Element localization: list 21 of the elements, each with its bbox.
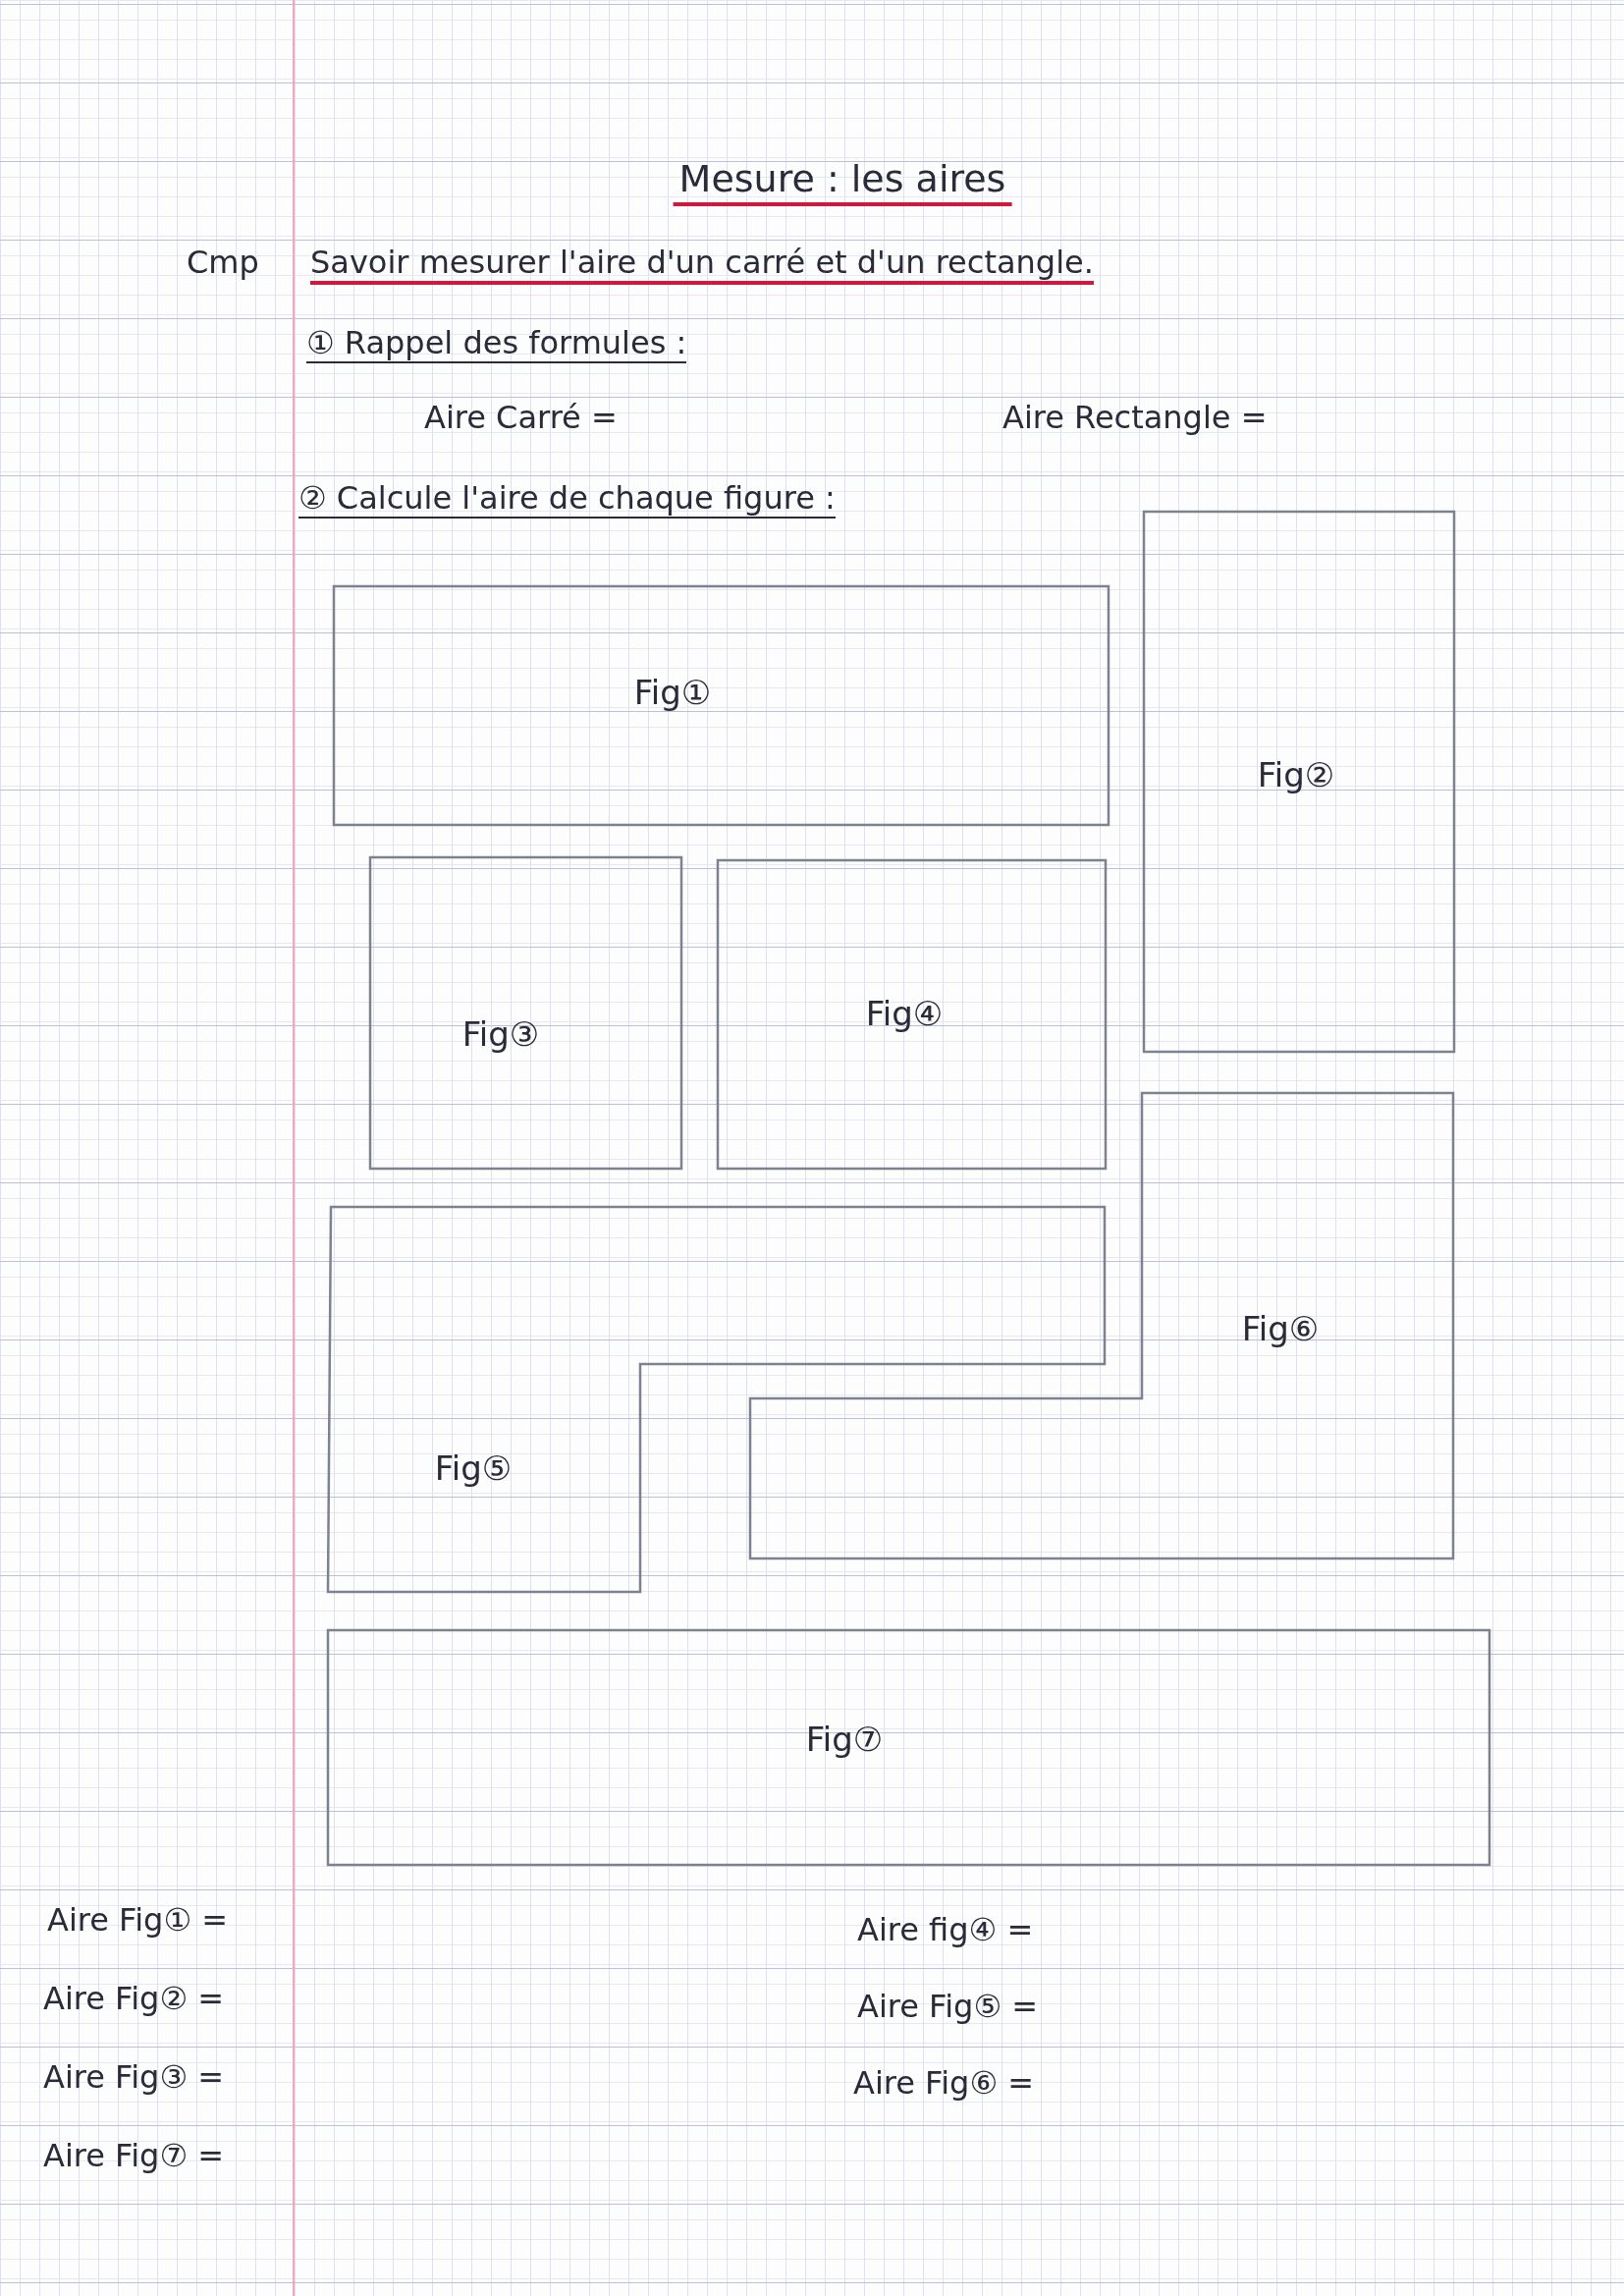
label-text: Aire Fig③ = <box>43 2058 225 2096</box>
figure-label: Fig④ <box>865 994 944 1033</box>
label-text: Aire Fig② = <box>43 1980 225 2017</box>
label-text: Aire Fig① = <box>47 1901 229 1939</box>
title: Mesure : les aires <box>673 157 1012 206</box>
label-text: Aire Fig⑥ = <box>853 2064 1035 2102</box>
heading: Savoir mesurer l'aire d'un carré et d'un rectangle. <box>310 244 1094 285</box>
figure-label: Fig⑦ <box>805 1720 884 1759</box>
figure-label: Fig① <box>633 673 712 712</box>
label-text: Aire Fig⑦ = <box>43 2137 225 2174</box>
figure-label: Fig② <box>1257 755 1335 794</box>
figure-label: Fig③ <box>461 1014 540 1054</box>
heading: ① Rappel des formules : <box>306 324 687 363</box>
figure-label: Fig⑥ <box>1241 1309 1320 1348</box>
figure-label: Fig⑤ <box>434 1449 513 1488</box>
label-text: Cmp <box>187 244 259 281</box>
label-text: Aire Fig⑤ = <box>857 1988 1039 2025</box>
label-text: Aire Rectangle = <box>1002 399 1268 436</box>
label-text: Aire fig④ = <box>857 1911 1034 1948</box>
label-text: Aire Carré = <box>424 399 618 436</box>
heading: ② Calcule l'aire de chaque figure : <box>298 479 836 519</box>
